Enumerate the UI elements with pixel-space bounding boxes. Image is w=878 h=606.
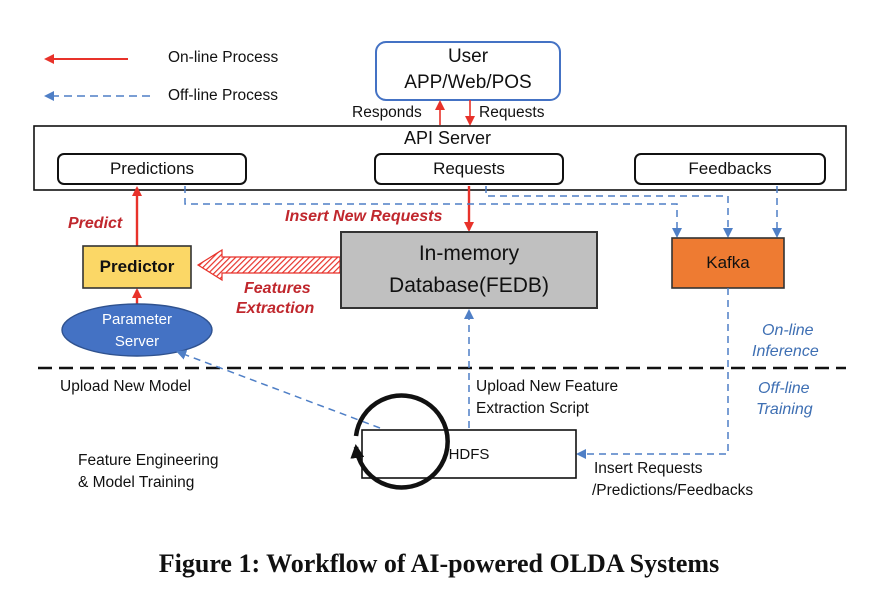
hdfs-label: HDFS [448,445,490,463]
user-subtitle: APP/Web/POS [404,72,532,93]
kafka-label: Kafka [706,253,750,272]
database-box [340,231,598,309]
feedbacks-box: Feedbacks [634,153,826,185]
requests-label: Requests [479,104,545,121]
offline-label-2: Training [756,401,813,418]
api-server-title: API Server [404,128,492,148]
kafka-to-hdfs-line [576,288,729,459]
upload-model-line [176,350,381,429]
requests-to-kafka-line [485,186,733,238]
insert-requests-label-1: Insert Requests [594,460,703,477]
online-label-2: Inference [752,343,819,360]
upload-feature-script-label-2: Extraction Script [476,400,589,417]
feature-engineering-label-2: & Model Training [78,474,195,491]
legend-online-label: On-line Process [168,49,279,66]
online-label-1: On-line [762,322,814,339]
kafka-box [671,237,785,289]
predict-label: Predict [68,215,123,232]
legend-offline-label: Off-line Process [168,87,278,104]
parameter-server-label-1: Parameter [101,310,173,328]
insert-requests-label-2: /Predictions/Feedbacks [592,482,754,499]
features-extraction-label-2: Extraction [236,300,315,317]
insert-new-requests-label: Insert New Requests [285,208,443,225]
predictor-box [82,245,192,289]
parameter-server-label-2: Server [114,332,160,350]
predictions-to-kafka-line [184,186,682,238]
api-requests-box: Requests [374,153,564,185]
predictor-label: Predictor [99,257,175,276]
user-title: User [447,46,489,67]
predictions-box: Predictions [57,153,247,185]
features-extraction-label-1: Features [244,280,311,297]
upload-feature-script-label-1: Upload New Feature [476,378,619,395]
database-label-1: In-memory [418,242,520,265]
upload-new-model-label: Upload New Model [60,378,191,395]
responds-label: Responds [352,104,422,121]
user-box [375,41,561,101]
figure-caption: Figure 1: Workflow of AI-powered OLDA Sy… [158,549,720,578]
features-extraction-arrow [196,248,341,282]
feature-engineering-label-1: Feature Engineering [78,452,219,469]
database-label-2: Database(FEDB) [389,274,549,297]
parameter-server-ellipse [61,303,213,357]
offline-label-1: Off-line [758,380,810,397]
training-loop-arrow [350,393,450,490]
